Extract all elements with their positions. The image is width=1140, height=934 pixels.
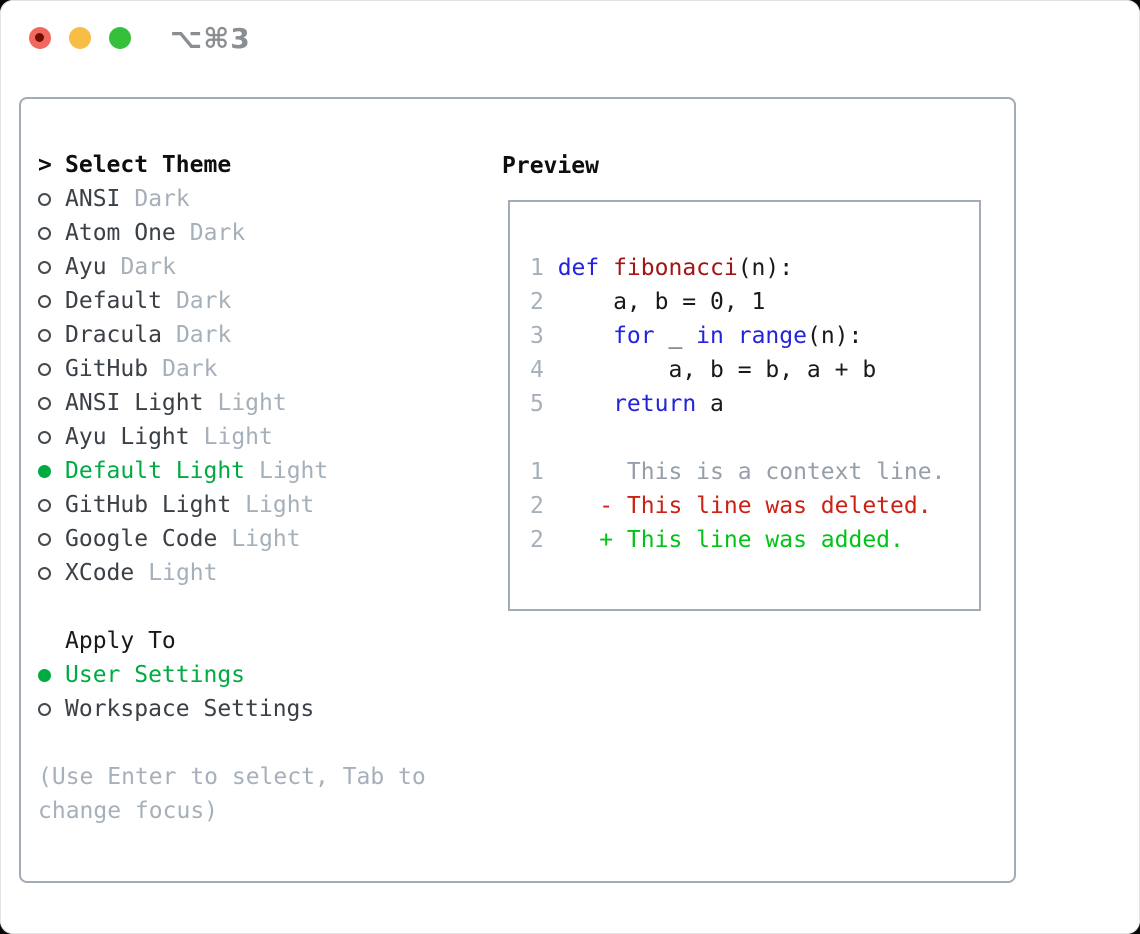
line-number: 1 (530, 255, 544, 281)
radio-icon (38, 396, 51, 410)
theme-picker-panel: > Select Theme ANSI Dark Atom One Dark A… (19, 97, 1016, 883)
theme-option-github-light[interactable]: GitHub Light Light (38, 488, 426, 522)
code-line: 3 for _ in range(n): (530, 319, 945, 353)
minimize-button[interactable] (69, 27, 91, 49)
code-line: 5 return a (530, 387, 945, 421)
theme-tag: Light (217, 390, 287, 416)
apply-option-workspace-settings[interactable]: Workspace Settings (38, 692, 426, 726)
apply-to-title: Apply To (65, 628, 176, 654)
theme-tag: Light (148, 560, 218, 586)
theme-tag: Light (259, 458, 329, 484)
radio-icon (38, 192, 51, 206)
apply-to-header: Apply To (38, 624, 426, 658)
theme-tag: Dark (162, 356, 218, 382)
theme-tag: Dark (120, 254, 176, 280)
theme-menu: > Select Theme ANSI Dark Atom One Dark A… (38, 148, 426, 828)
line-number: 5 (530, 391, 544, 417)
diff-context-line: 1 This is a context line. (530, 455, 945, 489)
theme-option-dracula-dark[interactable]: Dracula Dark (38, 318, 426, 352)
blank-line (530, 421, 945, 455)
theme-option-ayu-dark[interactable]: Ayu Dark (38, 250, 426, 284)
theme-option-ansi-light[interactable]: ANSI Light Light (38, 386, 426, 420)
theme-option-google-code[interactable]: Google Code Light (38, 522, 426, 556)
line-number: 2 (530, 527, 544, 553)
code-line: 2 a, b = 0, 1 (530, 285, 945, 319)
zoom-button[interactable] (109, 27, 131, 49)
theme-tag: Dark (175, 322, 232, 348)
close-button[interactable] (29, 27, 51, 49)
preview-title: Preview (502, 153, 599, 179)
radio-icon (38, 260, 51, 274)
radio-icon (38, 328, 51, 342)
radio-selected-icon (38, 668, 51, 682)
theme-tag: Dark (175, 288, 232, 314)
radio-icon (38, 498, 51, 512)
radio-icon (38, 532, 51, 546)
select-theme-title: Select Theme (65, 152, 232, 178)
theme-option-xcode[interactable]: XCode Light (38, 556, 426, 590)
theme-option-github-dark[interactable]: GitHub Dark (38, 352, 426, 386)
line-number: 4 (530, 357, 544, 383)
theme-option-default-dark[interactable]: Default Dark (38, 284, 426, 318)
code-line: 4 a, b = b, a + b (530, 353, 945, 387)
radio-icon (38, 430, 51, 444)
line-number: 2 (530, 493, 544, 519)
theme-tag: Light (203, 424, 273, 450)
select-theme-header: > Select Theme (38, 148, 426, 182)
radio-icon (38, 566, 51, 580)
line-number: 3 (530, 323, 544, 349)
radio-selected-icon (38, 464, 51, 478)
focus-prompt-icon: > (38, 152, 52, 178)
window-title-shortcut: ⌥⌘3 (170, 22, 251, 55)
theme-option-default-light[interactable]: Default Light Light (38, 454, 426, 488)
radio-icon (38, 226, 51, 240)
theme-option-atom-one-dark[interactable]: Atom One Dark (38, 216, 426, 250)
theme-option-ayu-light[interactable]: Ayu Light Light (38, 420, 426, 454)
radio-icon (38, 294, 51, 308)
line-number: 2 (530, 289, 544, 315)
theme-tag: Light (231, 526, 301, 552)
titlebar: ⌥⌘3 (0, 0, 1140, 70)
radio-icon (38, 362, 51, 376)
theme-tag: Dark (189, 220, 246, 246)
traffic-lights (29, 27, 131, 49)
theme-tag: Dark (134, 186, 190, 212)
theme-tag: Light (245, 492, 315, 518)
diff-deleted-line: 2 - This line was deleted. (530, 489, 945, 523)
diff-added-line: 2 + This line was added. (530, 523, 945, 557)
keyboard-hint-line1: (Use Enter to select, Tab to (38, 764, 426, 790)
keyboard-hint-line2: change focus) (38, 798, 219, 824)
line-number: 1 (530, 459, 544, 485)
theme-option-ansi-dark[interactable]: ANSI Dark (38, 182, 426, 216)
radio-icon (38, 702, 51, 716)
apply-option-user-settings[interactable]: User Settings (38, 658, 426, 692)
